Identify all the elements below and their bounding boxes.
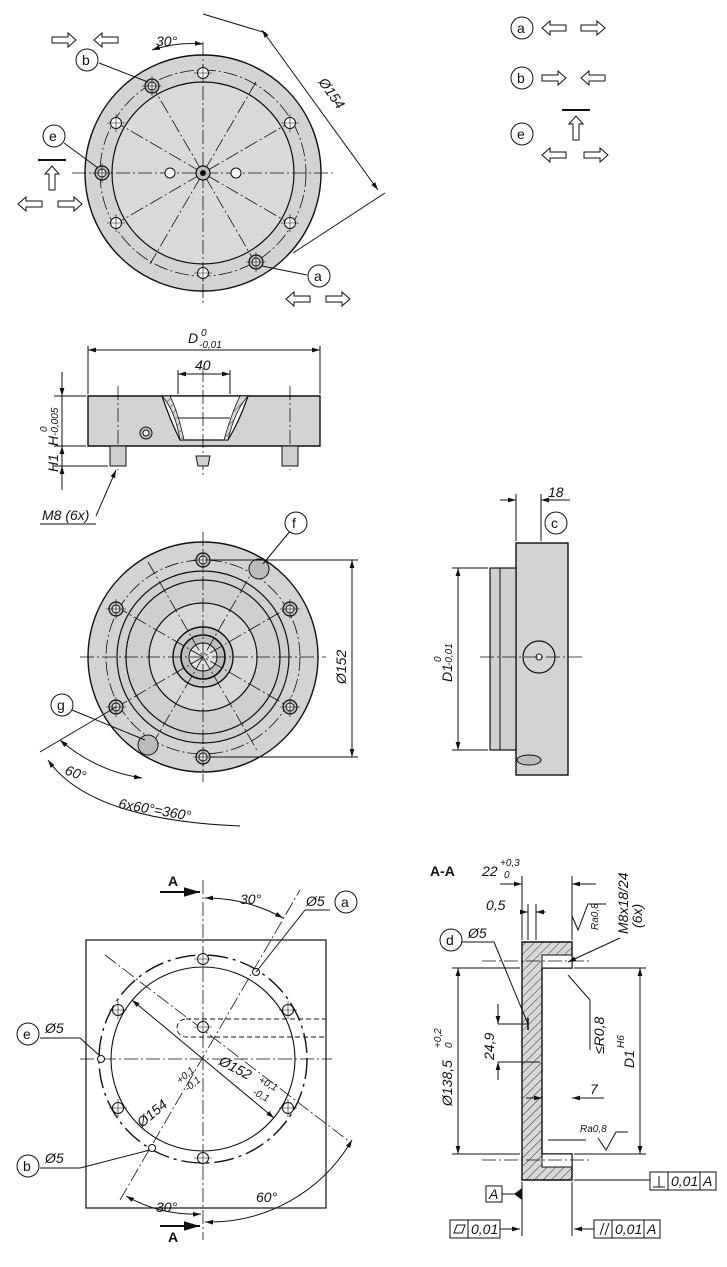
section-radius: ≤R0,8 xyxy=(591,1017,607,1054)
section-dia-1385: Ø138,5 xyxy=(439,1060,455,1107)
side-view-H: H xyxy=(45,435,61,446)
arrow-right-icon xyxy=(580,20,606,36)
mounting-hole-b: Ø5 xyxy=(44,1150,64,1166)
arrow-left-icon xyxy=(17,196,43,212)
section-depth-tol-lower: 0 xyxy=(504,870,510,881)
side-view-D-tol-lower: -0,01 xyxy=(199,340,222,351)
section-thread-count: (6x) xyxy=(629,904,645,928)
mounting-label-b: b xyxy=(23,1158,31,1174)
side-view-H-tol-upper: 0 xyxy=(39,426,50,432)
legend-label-b: b xyxy=(517,70,525,86)
legend-label-a: a xyxy=(517,20,525,36)
section-dim-7: 7 xyxy=(590,1081,599,1097)
legend-label-e: e xyxy=(517,126,525,142)
section-par-datum: A xyxy=(646,1221,656,1237)
top-view: 30° Ø154 b e a xyxy=(17,13,386,307)
mounting-angle-bottom: 30° xyxy=(156,1199,178,1215)
mounting-section-mark-top: A xyxy=(168,873,178,889)
mounting-label-a: a xyxy=(341,894,349,910)
legend: a b e xyxy=(510,16,609,163)
arrow-right-icon xyxy=(541,70,567,86)
mounting-hole-a: Ø5 xyxy=(305,893,325,909)
section-par-value: 0,01 xyxy=(615,1221,642,1237)
arrow-right-icon xyxy=(57,196,83,212)
right-view-D1-tol-upper: 0 xyxy=(433,656,444,662)
bottom-view-label-f: f xyxy=(292,515,296,531)
mounting-plate-outline xyxy=(85,939,327,1209)
top-view-label-b: b xyxy=(82,52,90,68)
bottom-view-pattern: 6x60°=360° xyxy=(117,795,192,824)
bottom-view: Ø152 f g 60° 6x60°=360° xyxy=(39,511,358,827)
side-view-thread: M8 (6x) xyxy=(42,507,89,523)
arrow-left-icon xyxy=(93,32,119,48)
side-view: D 0 -0,01 40 H 0 -0,005 H1 M8 (6x) xyxy=(39,328,321,525)
bottom-view-diameter: Ø152 xyxy=(333,650,349,685)
section-depth: 22 xyxy=(481,863,498,879)
arrow-right-icon xyxy=(51,32,77,48)
section-perp-datum: A xyxy=(702,1173,712,1189)
mounting-view: A A 30° Ø5 a e Ø5 b Ø5 Ø154 +0,1 -0,1 Ø1… xyxy=(16,873,358,1245)
section-flat-value: 0,01 xyxy=(471,1221,498,1237)
side-view-H-tol-lower: -0,005 xyxy=(50,407,61,436)
section-view: A-A 22 +0,3 0 0,5 d Ø5 Ra0,8 M8x18/24 (6… xyxy=(430,858,717,1239)
section-thread: M8x18/24 xyxy=(615,872,631,934)
section-label-d: d xyxy=(446,932,454,948)
side-view-D-tol-upper: 0 xyxy=(201,328,207,339)
bottom-view-label-g: g xyxy=(57,697,65,713)
right-side-view: 18 c D1 0 -0,01 xyxy=(433,484,584,776)
side-view-H1: H1 xyxy=(45,454,61,472)
arrow-up-icon xyxy=(44,165,60,191)
section-dim-05: 0,5 xyxy=(486,897,506,913)
section-D1: D1 xyxy=(621,1050,637,1068)
mounting-angle-top: 30° xyxy=(240,891,262,907)
arrow-left-icon xyxy=(541,147,567,163)
arrow-right-icon xyxy=(583,147,609,163)
section-dia-tol-upper: +0,2 xyxy=(433,1028,444,1048)
right-view-label-c: c xyxy=(551,515,558,531)
section-hole: Ø5 xyxy=(467,925,487,941)
mounting-hole-e: Ø5 xyxy=(44,1020,64,1036)
section-datum: A xyxy=(488,1186,498,1202)
top-view-label-a: a xyxy=(314,268,322,284)
arrow-left-icon xyxy=(541,20,567,36)
mounting-section-mark-bottom: A xyxy=(168,1229,178,1245)
top-view-angle: 30° xyxy=(156,33,178,49)
bottom-view-angle: 60° xyxy=(63,762,89,784)
top-view-diameter: Ø154 xyxy=(315,74,348,112)
right-view-D1-tol-lower: -0,01 xyxy=(444,643,455,666)
section-hatched-body xyxy=(521,941,573,1181)
top-view-label-e: e xyxy=(49,128,57,144)
section-title: A-A xyxy=(430,863,455,879)
section-ra-bottom: Ra0,8 xyxy=(580,1124,607,1135)
section-perp-value: 0,01 xyxy=(671,1173,698,1189)
arrow-left-icon xyxy=(285,291,311,307)
section-D1-fit: H6 xyxy=(616,1035,627,1048)
arrow-left-icon xyxy=(580,70,606,86)
side-view-D: D xyxy=(188,330,198,346)
right-view-D1: D1 xyxy=(439,664,455,682)
section-depth-tol-upper: +0,3 xyxy=(500,858,520,869)
mounting-label-e: e xyxy=(23,1026,31,1042)
mounting-angle-60: 60° xyxy=(256,1189,278,1205)
side-view-width-40: 40 xyxy=(195,357,211,373)
arrow-right-icon xyxy=(325,291,351,307)
section-ra-top: Ra0,8 xyxy=(590,903,601,930)
section-dia-tol-lower: 0 xyxy=(444,1042,455,1048)
arrow-up-icon xyxy=(568,115,584,141)
section-dim-249: 24,9 xyxy=(481,1033,497,1061)
right-view-dim-18: 18 xyxy=(548,484,564,500)
